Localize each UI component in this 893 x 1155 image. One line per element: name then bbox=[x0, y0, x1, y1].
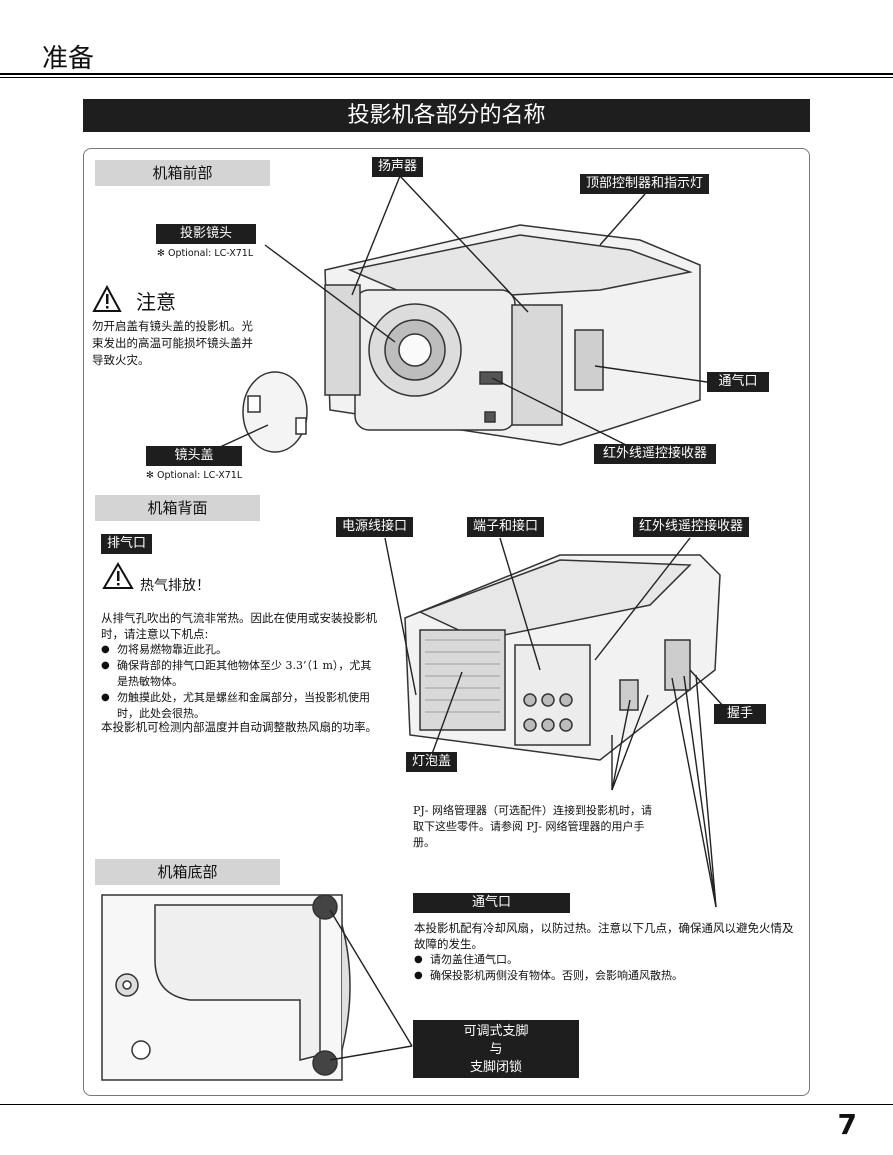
hot-air-warning-icon bbox=[102, 562, 134, 590]
bottom-view-illustration bbox=[101, 894, 351, 1081]
label-speaker: 扬声器 bbox=[372, 157, 424, 177]
bottom-heading: 机箱底部 bbox=[95, 859, 280, 885]
caution-title: 注意 bbox=[136, 290, 176, 314]
label-back-ir-receiver: 红外线遥控接收器 bbox=[633, 517, 750, 537]
caution-text: 勿开启盖有镜头盖的投影机。光束发出的高温可能损坏镜头盖并导致火灾。 bbox=[92, 319, 253, 367]
bottom-vent-intro: 本投影机配有冷却风扇，以防过热。注意以下几点，确保通风以避免火情及故障的发生。 bbox=[414, 921, 794, 951]
bottom-vent-bullets: 请勿盖住通气口。 确保投影机两侧没有物体。否则，会影响通风散热。 bbox=[414, 952, 796, 984]
header-rule-thin bbox=[0, 77, 893, 78]
feet-line-3: 支脚闭锁 bbox=[469, 1060, 522, 1075]
label-terminals: 端子和接口 bbox=[467, 517, 545, 537]
label-power-socket: 电源线接口 bbox=[336, 517, 414, 537]
label-front-vent: 通气口 bbox=[707, 372, 769, 392]
lens-cap-illustration bbox=[242, 371, 308, 453]
list-item: 勿触摸此处，尤其是螺丝和金属部分，当投影机使用时，此处会很热。 bbox=[101, 690, 381, 722]
section-title: 准备 bbox=[42, 44, 95, 74]
label-lens-cap: 镜头盖 bbox=[146, 446, 242, 466]
label-bottom-vent: 通气口 bbox=[413, 893, 570, 913]
front-projector-illustration bbox=[324, 224, 701, 446]
list-item: 确保背部的排气口距其他物体至少 3.3’（1 m），尤其是热敏物体。 bbox=[101, 658, 381, 690]
list-item: 请勿盖住通气口。 bbox=[414, 952, 796, 968]
front-heading: 机箱前部 bbox=[95, 160, 270, 186]
label-front-ir-receiver: 红外线遥控接收器 bbox=[594, 444, 716, 464]
pj-network-note: PJ- 网络管理器（可选配件）连接到投影机时，请取下这些零件。请参阅 PJ- 网… bbox=[413, 804, 653, 849]
feet-line-2: 与 bbox=[489, 1042, 503, 1057]
lens-note: ✻ Optional: LC-X71L bbox=[157, 248, 254, 259]
page-number: 7 bbox=[837, 1108, 857, 1141]
label-adjustable-feet: 可调式支脚 与 支脚闭锁 bbox=[413, 1020, 579, 1078]
label-handle: 握手 bbox=[714, 704, 766, 724]
label-lens: 投影镜头 bbox=[156, 224, 256, 244]
back-heading: 机箱背面 bbox=[95, 495, 260, 521]
footer-rule bbox=[0, 1104, 893, 1105]
lens-cap-note: ✻ Optional: LC-X71L bbox=[146, 470, 243, 481]
hot-air-footer: 本投影机可检测内部温度并自动调整散热风扇的功率。 bbox=[101, 720, 377, 734]
label-top-controls: 顶部控制器和指示灯 bbox=[580, 174, 710, 194]
list-item: 确保投影机两侧没有物体。否则，会影响通风散热。 bbox=[414, 968, 796, 984]
feet-line-1: 可调式支脚 bbox=[463, 1024, 529, 1039]
content-frame bbox=[83, 148, 810, 1096]
hot-air-intro: 从排气孔吹出的气流非常热。因此在使用或安装投影机时，请注意以下机点: bbox=[101, 611, 377, 641]
hot-air-bullets: 勿将易燃物靠近此孔。 确保背部的排气口距其他物体至少 3.3’（1 m），尤其是… bbox=[101, 642, 381, 722]
hot-air-title: 热气排放！ bbox=[140, 578, 210, 594]
leader-lines bbox=[219, 175, 726, 1061]
label-exhaust: 排气口 bbox=[101, 534, 153, 554]
page-banner: 投影机各部分的名称 bbox=[83, 99, 810, 132]
warning-icon bbox=[92, 284, 122, 313]
rear-projector-illustration bbox=[404, 554, 721, 761]
header-rule bbox=[0, 73, 893, 75]
list-item: 勿将易燃物靠近此孔。 bbox=[101, 642, 381, 658]
label-lamp-cover: 灯泡盖 bbox=[406, 752, 458, 772]
